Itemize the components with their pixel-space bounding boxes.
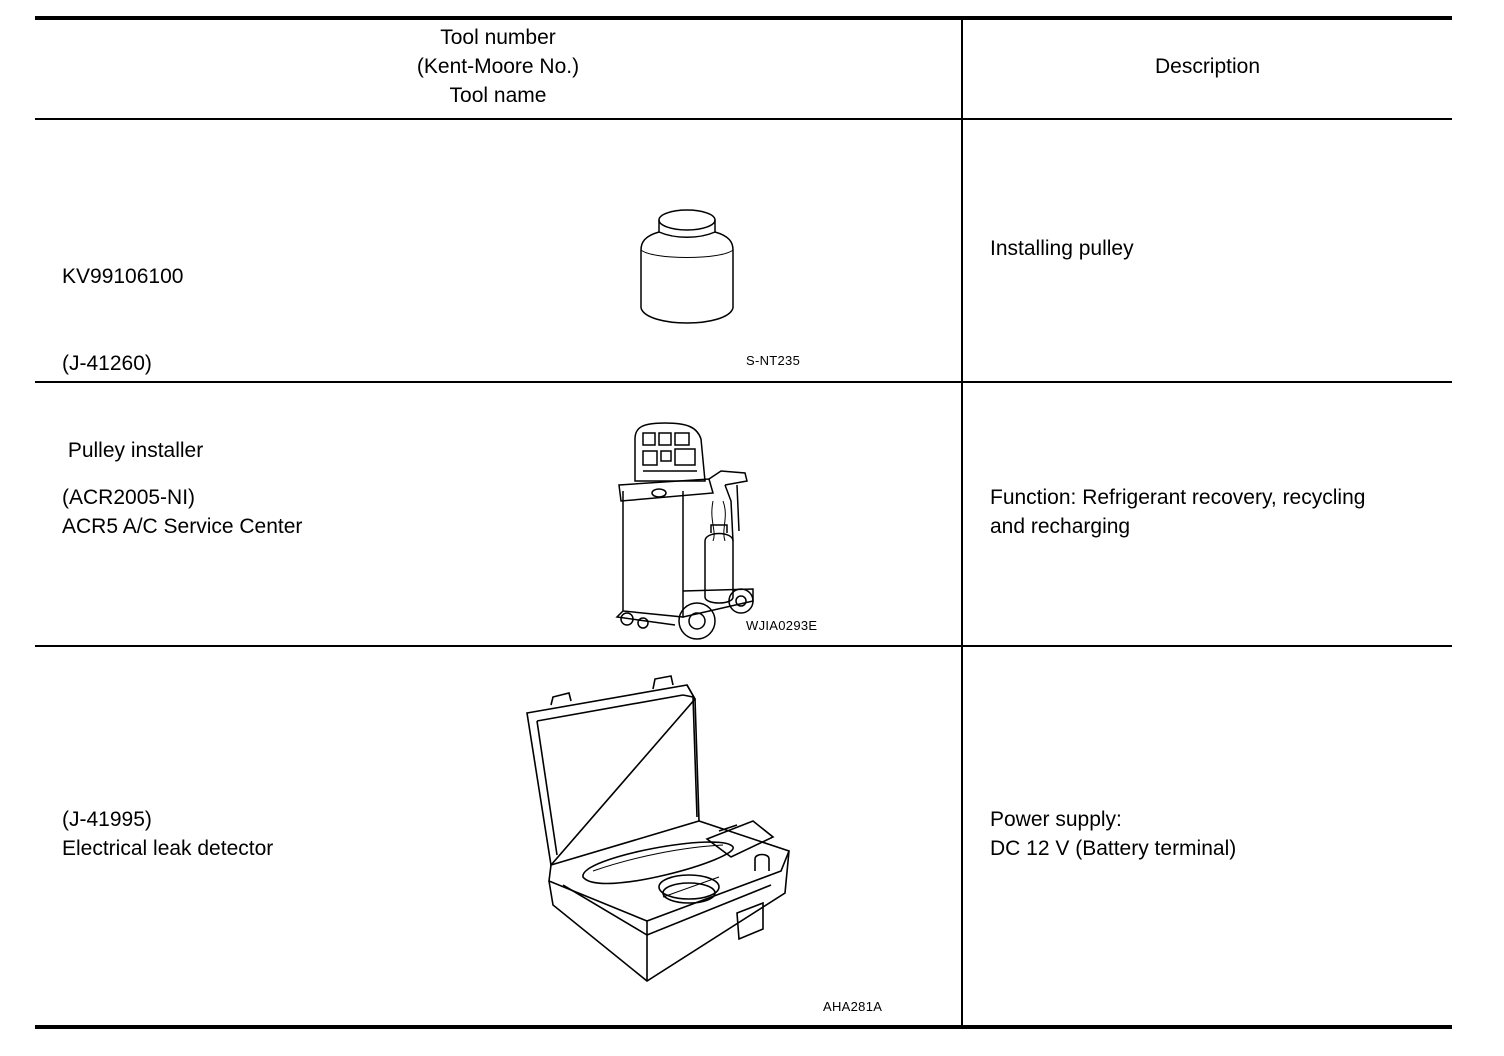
row-divider bbox=[35, 381, 1452, 383]
description-line: Function: Refrigerant recovery, recyclin… bbox=[990, 486, 1366, 509]
figure-code: AHA281A bbox=[823, 999, 883, 1014]
kent-moore-number: (J-41995) bbox=[62, 808, 152, 831]
kent-moore-number: (J-41260) bbox=[62, 352, 152, 375]
header-tool-line: Tool number bbox=[440, 26, 556, 49]
row-3-description: Power supply: DC 12 V (Battery terminal) bbox=[990, 805, 1236, 863]
tool-number: KV99106100 bbox=[62, 265, 184, 288]
description-line: DC 12 V (Battery terminal) bbox=[990, 837, 1237, 860]
table-bottom-rule bbox=[35, 1025, 1452, 1029]
header-tool-line: Tool name bbox=[449, 84, 547, 107]
leak-detector-case-icon bbox=[523, 671, 803, 983]
header-tool-line: (Kent-Moore No.) bbox=[416, 55, 580, 78]
header-description: Description bbox=[1154, 55, 1261, 78]
description-line: Power supply: bbox=[990, 808, 1122, 831]
row-2-description: Function: Refrigerant recovery, recyclin… bbox=[990, 483, 1365, 541]
ac-service-center-icon bbox=[613, 421, 763, 641]
table-top-rule bbox=[35, 16, 1452, 20]
tool-name: ACR5 A/C Service Center bbox=[62, 515, 303, 538]
row-3-tool-cell: (J-41995) Electrical leak detector bbox=[62, 805, 273, 863]
header-rule bbox=[35, 118, 1452, 120]
pulley-installer-icon bbox=[635, 202, 745, 332]
row-1-tool-cell: KV99106100 (J-41260) Pulley installer bbox=[62, 204, 203, 523]
description-line: Installing pulley bbox=[990, 237, 1134, 260]
tool-name: Electrical leak detector bbox=[62, 837, 274, 860]
column-divider bbox=[961, 16, 963, 1029]
tool-name: Pulley installer bbox=[62, 439, 204, 462]
header-tool-column: Tool number (Kent-Moore No.) Tool name bbox=[35, 23, 961, 110]
figure-code: S-NT235 bbox=[746, 353, 801, 368]
description-line: and recharging bbox=[990, 515, 1131, 538]
row-1-description: Installing pulley bbox=[990, 234, 1134, 263]
row-2-tool-cell: (ACR2005-NI) ACR5 A/C Service Center bbox=[62, 483, 302, 541]
row-divider bbox=[35, 645, 1452, 647]
special-service-tools-table: Tool number (Kent-Moore No.) Tool name D… bbox=[35, 16, 1452, 1029]
kent-moore-number: (ACR2005-NI) bbox=[62, 486, 196, 509]
figure-code: WJIA0293E bbox=[746, 618, 818, 633]
